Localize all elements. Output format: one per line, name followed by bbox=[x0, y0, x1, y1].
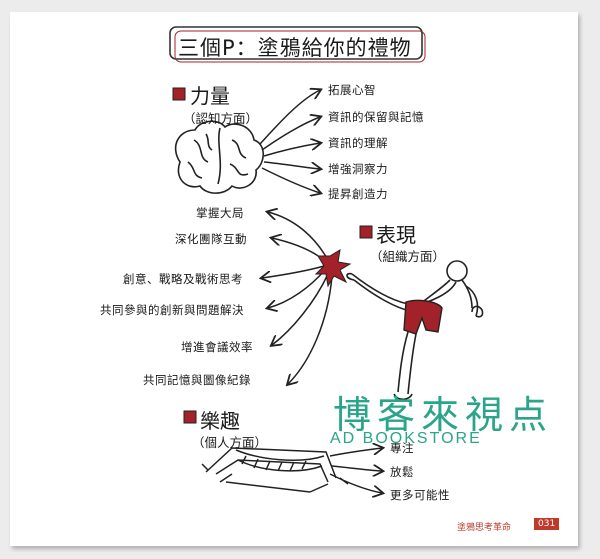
page-title: 三個P：塗鴉給你的禮物 bbox=[178, 36, 412, 60]
performance-item: 創意、戰略及戰術思考 bbox=[123, 272, 243, 286]
pleasure-heading: 樂趣 bbox=[200, 409, 240, 433]
performance-item: 掌握大局 bbox=[196, 206, 244, 220]
pleasure-item: 專注 bbox=[390, 441, 414, 455]
performance-item: 共同記憶與圖像紀錄 bbox=[143, 373, 251, 387]
pleasure-item: 放鬆 bbox=[390, 465, 414, 479]
power-heading: 力量 bbox=[190, 84, 230, 108]
performance-heading: 表現 bbox=[376, 223, 416, 247]
pleasure-bullet-icon bbox=[183, 410, 197, 424]
performance-subtitle: （組織方面） bbox=[370, 249, 446, 264]
impact-burst-icon bbox=[314, 249, 352, 288]
illustration bbox=[169, 26, 484, 546]
title-box bbox=[169, 26, 423, 60]
brain-icon bbox=[174, 120, 265, 194]
kicking-figure bbox=[346, 260, 484, 401]
pleasure-subtitle: （個人方面） bbox=[192, 435, 268, 450]
hammock-icon bbox=[201, 447, 349, 493]
watermark-chinese: 博客來視点 bbox=[333, 393, 554, 437]
performance-bullet-icon bbox=[359, 225, 373, 239]
power-item: 提昇創造力 bbox=[328, 187, 388, 201]
performance-item: 深化團隊互動 bbox=[175, 232, 247, 246]
power-item: 資訊的保留與記憶 bbox=[328, 110, 424, 124]
power-item: 拓展心智 bbox=[328, 83, 376, 97]
performance-item: 增進會議效率 bbox=[181, 340, 253, 354]
power-item: 資訊的理解 bbox=[328, 136, 388, 150]
red-shorts bbox=[403, 299, 443, 335]
book-page: 三個P：塗鴉給你的禮物 力量 （認知方面） 拓展心智 資訊的保留與記憶 資訊的理… bbox=[10, 12, 578, 546]
performance-item: 共同參與的創新與問題解決 bbox=[100, 303, 244, 317]
watermark-english: AD BOOKSTORE bbox=[330, 430, 482, 447]
footer-book-title: 塗鴉思考革命 bbox=[457, 523, 512, 533]
pleasure-item: 更多可能性 bbox=[390, 488, 450, 502]
page-number: 031 bbox=[534, 518, 560, 530]
power-bullet-icon bbox=[172, 87, 186, 101]
power-item: 增強洞察力 bbox=[328, 162, 388, 176]
power-subtitle: （認知方面） bbox=[183, 111, 259, 126]
